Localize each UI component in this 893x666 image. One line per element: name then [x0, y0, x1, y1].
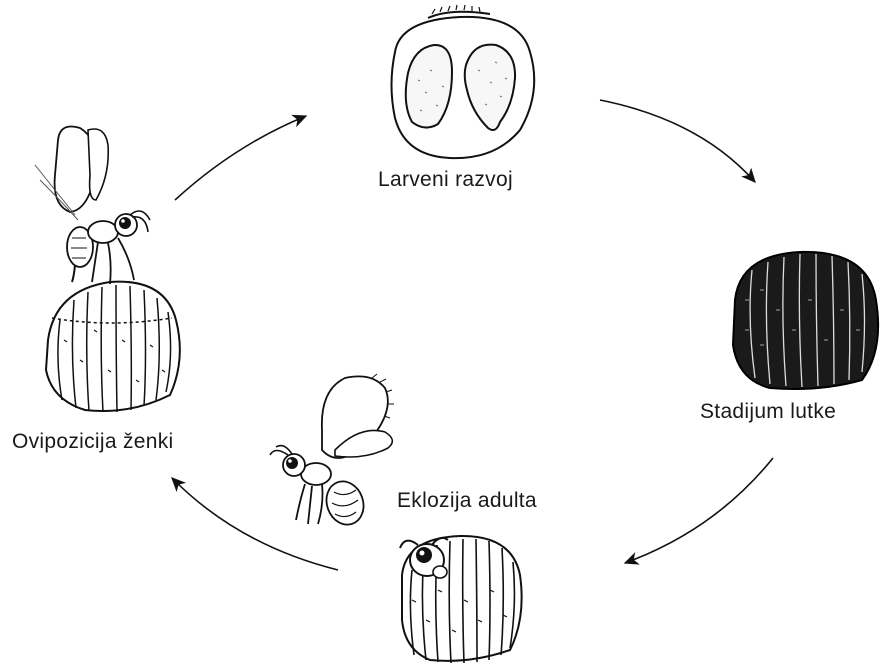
arrow-pupa-to-eclosion [625, 458, 773, 563]
arrow-oviposition-to-larval [175, 116, 306, 200]
flying-wasp-illustration [270, 374, 394, 530]
oviposition-illustration [35, 127, 180, 413]
arrow-eclosion-to-oviposition [172, 478, 338, 570]
eclosion-seed-illustration [400, 536, 522, 663]
larval-seed-illustration [392, 5, 535, 158]
label-pupa-stage: Stadijum lutke [700, 400, 836, 424]
label-adult-eclosion: Eklozija adulta [397, 489, 537, 513]
label-female-oviposition: Ovipozicija ženki [12, 430, 174, 454]
pupa-seed-illustration [733, 252, 878, 389]
arrow-larval-to-pupa [600, 100, 755, 182]
label-larval-development: Larveni razvoj [378, 168, 513, 192]
